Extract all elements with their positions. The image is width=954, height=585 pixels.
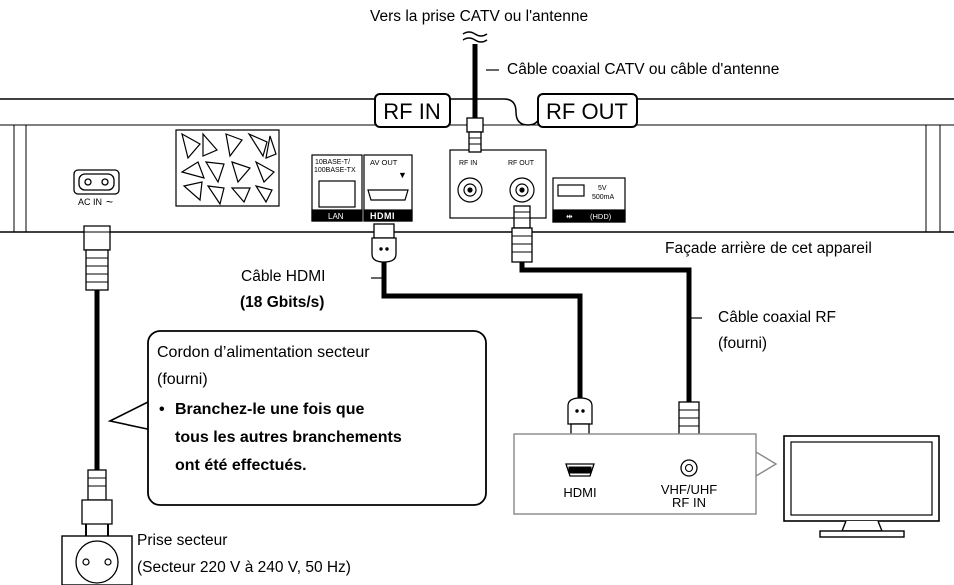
catv-cable-label: Câble coaxial CATV ou câble d'antenne [507,61,780,78]
ac-symbol: ~ [106,195,113,209]
callout-pointer [107,399,153,431]
antenna-source-label: Vers la prise CATV ou l'antenne [370,8,589,25]
lan-port [311,154,363,222]
rear-panel-label: Façade arrière de cet appareil [665,240,872,257]
svg-text:RF IN: RF IN [383,99,440,124]
hdmi-cable-label: Câble HDMI [241,268,326,285]
callout-note-line3: ont été effectués. [175,457,307,474]
callout-note-line2: tous les autres branchements [175,429,402,446]
tv-connector-box [513,433,778,515]
ac-in-socket [73,169,120,195]
wall-outlet-icon [61,535,133,585]
hdmi-av-out-port [363,154,413,222]
hdmi-logo-panel: HDMI [370,211,395,221]
av-out-arrow: ▼ [398,170,407,180]
rf-in-badge: RF IN [374,93,451,128]
callout-frame [147,330,487,506]
usb-hdd-label: (HDD) [590,212,612,221]
catv-cable [462,31,488,153]
usb-power-line1: 5V [598,185,607,192]
rf-out-small-label: RF OUT [508,160,535,167]
tv-rf-in-label: RF IN [672,495,706,510]
lan-port-label-2: 100BASE-TX [314,167,356,174]
power-cord [81,225,113,538]
usb-power-line2: 500mA [592,194,615,201]
tv-hdmi-label: HDMI [563,485,596,500]
power-cord-callout: Cordon d’alimentation secteur (fourni) •… [147,330,487,506]
rf-in-small-label: RF IN [459,160,477,167]
outlet-spec: (Secteur 220 V à 240 V, 50 Hz) [137,559,351,576]
fan-grille [175,129,280,207]
callout-bullet: • [159,401,165,418]
tv-vhf-uhf-label: VHF/UHF [661,482,717,497]
svg-text:RF OUT: RF OUT [546,99,628,124]
callout-title: Cordon d’alimentation secteur [157,344,370,361]
hdmi-cable-speed: (18 Gbits/s) [240,294,325,311]
tv-icon [783,435,940,538]
lan-label: LAN [328,212,344,221]
rf-out-badge: RF OUT [537,93,638,128]
lan-port-label-1: 10BASE-T/ [315,159,350,166]
usb-port [552,177,626,223]
callout-note-line1: Branchez-le une fois que [175,401,365,418]
usb-icon: ⇹ [566,212,573,221]
ac-in-label: AC IN [78,197,102,207]
rf-cable-label: Câble coaxial RF [718,309,837,326]
outlet-label: Prise secteur [137,532,228,549]
callout-supplied: (fourni) [157,371,208,388]
rf-cable-supplied: (fourni) [718,335,768,352]
av-out-label: AV OUT [370,158,398,167]
hdmi-cable [371,223,593,439]
